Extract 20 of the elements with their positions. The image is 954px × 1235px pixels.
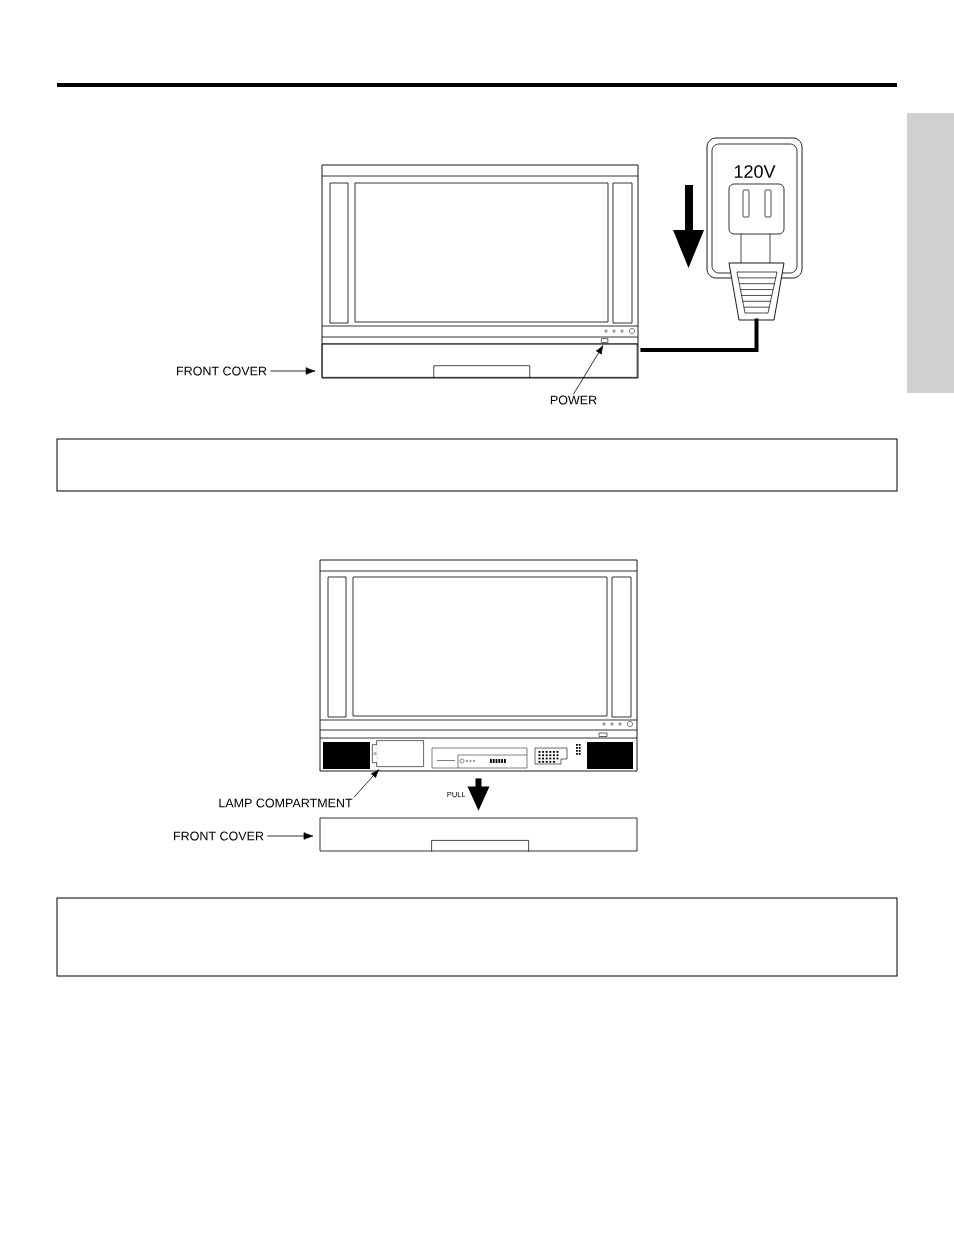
leader-arrow (353, 769, 380, 798)
front-cover (319, 817, 638, 852)
leader-arrow (270, 367, 316, 375)
callout-label: POWER (550, 395, 597, 405)
power-button (601, 338, 609, 343)
callout-label: FRONT COVER (177, 366, 267, 376)
note-box (56, 897, 898, 977)
wall-outlet: 120V (706, 137, 803, 279)
side-tab (907, 113, 954, 393)
front-cover (321, 343, 638, 379)
television-drawing (321, 164, 639, 379)
television-drawing (319, 559, 638, 772)
power-cord (640, 318, 759, 352)
callout-label: FRONT COVER (174, 831, 264, 841)
lamp-compartment-door (372, 740, 424, 767)
note-box (56, 438, 898, 492)
leader-arrow (267, 832, 314, 840)
plug-drawing (728, 233, 785, 321)
leader-arrow (573, 345, 604, 395)
callout-label: LAMP COMPARTMENT (219, 798, 353, 808)
